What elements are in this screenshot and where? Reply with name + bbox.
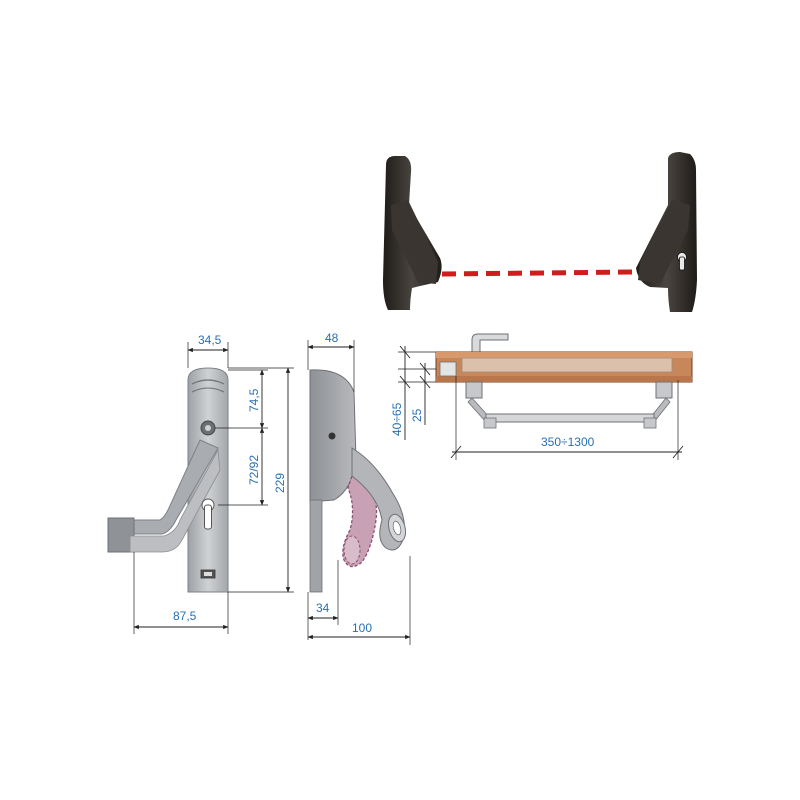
side-dimensions: 48 34 100 <box>307 331 411 645</box>
dim-side-plate-depth: 34 <box>316 601 330 615</box>
dim-front-width: 34,5 <box>198 333 222 347</box>
dim-bar-length: 350÷1300 <box>541 435 595 449</box>
top-view <box>435 333 693 429</box>
dim-door-thickness: 40÷65 <box>390 402 404 436</box>
right-bar-housing <box>636 152 697 312</box>
dim-side-total-depth: 100 <box>352 621 372 635</box>
front-view <box>107 367 229 593</box>
dim-side-depth: 48 <box>325 331 339 345</box>
push-bar-dashed <box>441 269 637 277</box>
dim-front-height: 229 <box>273 473 287 493</box>
dim-front-total-width: 87,5 <box>173 609 197 623</box>
panic-bar-illustration <box>383 152 697 312</box>
left-bar-housing <box>383 156 442 310</box>
top-view-push-bar <box>485 413 655 423</box>
front-dimensions: 34,5 74,5 72/92 229 87,5 <box>133 333 294 634</box>
dim-door-offset: 25 <box>410 408 424 422</box>
side-view <box>309 369 407 593</box>
top-view-dimensions: 40÷65 25 350÷1300 <box>390 345 684 460</box>
cylinder-hole-icon <box>677 252 687 271</box>
front-cylinder-hole-icon <box>201 498 215 530</box>
dim-front-cylinder-offset: 72/92 <box>247 455 261 485</box>
dim-front-top-to-cylinder: 74,5 <box>247 388 261 412</box>
